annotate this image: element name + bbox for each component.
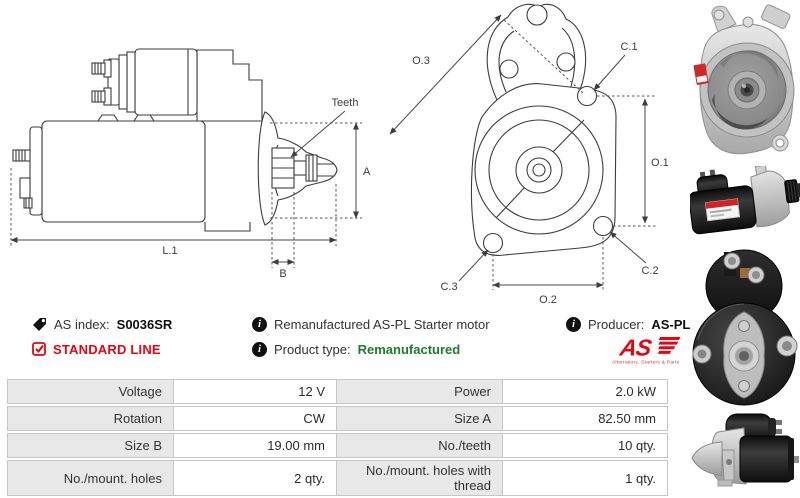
product-photo-rear-view[interactable] [688, 244, 800, 406]
product-type-label: Product type: [274, 341, 351, 357]
spec-label-cell: Voltage [7, 379, 174, 404]
product-photo-side-left[interactable] [688, 410, 800, 491]
dim-label-o3: O.3 [412, 55, 430, 67]
as-index: AS index: S0036SR [32, 316, 172, 332]
spec-value-cell: 2 qty. [174, 460, 337, 496]
spec-label-cell: Power [337, 379, 503, 404]
dim-label-l1: L.1 [162, 245, 177, 257]
spec-row: Voltage 12 V Power 2.0 kW [7, 379, 668, 404]
spec-row: Size B 19.00 mm No./teeth 10 qty. [7, 433, 668, 458]
as-index-label: AS index: [54, 316, 110, 332]
producer-value: AS-PL [651, 316, 691, 332]
dim-label-o1: O.1 [651, 157, 669, 169]
logo-tagline: Alternators, Starters & Parts [612, 359, 680, 365]
front-view-drawing: O.3 C.1 O.1 C.2 C.3 O.2 [389, 3, 669, 306]
spec-value-cell: 2.0 kW [503, 379, 668, 404]
product-description: i Remanufactured AS-PL Starter motor [252, 316, 490, 332]
spec-label-cell: Rotation [7, 406, 174, 431]
spec-value-cell: 10 qty. [503, 433, 668, 458]
checked-checkbox-icon [32, 342, 46, 356]
product-photo-side-right[interactable] [690, 166, 800, 240]
dim-label-c2: C.2 [641, 265, 658, 277]
spec-table: Voltage 12 V Power 2.0 kW Rotation CW Si… [7, 377, 668, 498]
standard-line-text: STANDARD LINE [53, 341, 161, 357]
spec-value-cell: CW [174, 406, 337, 431]
product-type: i Product type: Remanufactured [252, 341, 460, 357]
side-view-drawing: A L.1 B Teeth [10, 48, 371, 280]
spec-value-cell: 1 qty. [503, 460, 668, 496]
dim-label-c1: C.1 [620, 41, 637, 53]
spec-row: No./mount. holes 2 qty. No./mount. holes… [7, 460, 668, 496]
spec-label-cell: Size A [337, 406, 503, 431]
info-icon: i [252, 316, 267, 332]
dim-label-c3: C.3 [440, 281, 457, 293]
standard-line-badge: STANDARD LINE [32, 341, 161, 357]
tag-icon [33, 317, 46, 331]
spec-value-cell: 12 V [174, 379, 337, 404]
technical-drawing: A L.1 B Teeth [10, 3, 669, 306]
description-text: Remanufactured AS-PL Starter motor [274, 316, 490, 332]
as-pl-logo: AS Alternators, Starters & Parts [612, 335, 681, 365]
spec-value-cell: 82.50 mm [503, 406, 668, 431]
product-photo-front-flange[interactable] [690, 2, 800, 160]
product-type-value: Remanufactured [357, 341, 461, 357]
producer: i Producer: AS-PL [566, 316, 690, 332]
dim-label-a: A [363, 166, 371, 178]
spec-label-cell: No./mount. holes [7, 460, 174, 496]
dim-label-b: B [279, 268, 286, 280]
spec-label-cell: Size B [7, 433, 174, 458]
spec-label-cell: No./teeth [337, 433, 503, 458]
teeth-label: Teeth [332, 97, 359, 109]
info-icon: i [252, 341, 267, 357]
producer-label: Producer: [588, 316, 645, 332]
spec-row: Rotation CW Size A 82.50 mm [7, 406, 668, 431]
logo-text: AS [617, 335, 654, 361]
spec-label-cell: No./mount. holes with thread [337, 460, 503, 496]
info-icon: i [566, 316, 581, 332]
spec-value-cell: 19.00 mm [174, 433, 337, 458]
dim-label-o2: O.2 [539, 294, 557, 306]
as-index-value: S0036SR [116, 316, 173, 332]
